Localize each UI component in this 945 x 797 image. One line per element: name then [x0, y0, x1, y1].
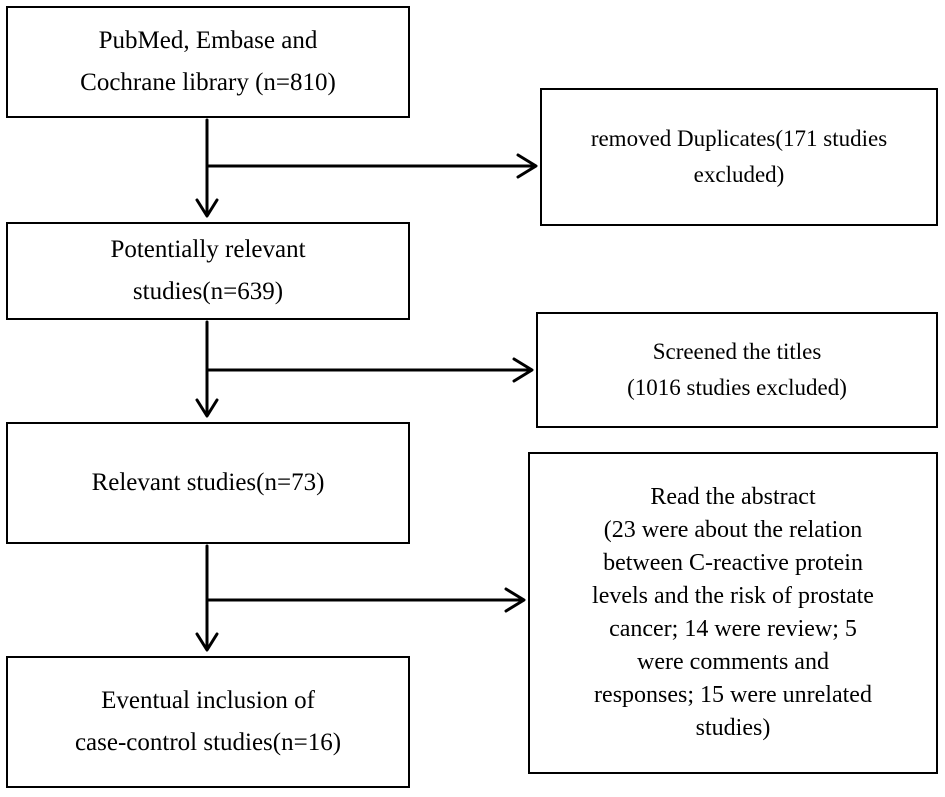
side-arrowhead-3 — [504, 587, 526, 613]
eventual-inclusion-box: Eventual inclusion of case-control studi… — [6, 656, 410, 788]
abstract-excluded-line-3: between C-reactive protein — [603, 550, 863, 576]
down-arrowhead-3 — [195, 632, 219, 652]
duplicates-excluded-line-2: excluded) — [693, 162, 785, 187]
potentially-relevant-line-1: Potentially relevant — [110, 236, 306, 263]
relevant-studies-box: Relevant studies(n=73) — [6, 422, 410, 544]
database-search-line-1: PubMed, Embase and — [98, 27, 318, 54]
down-arrowhead-2 — [195, 398, 219, 418]
side-arrowhead-2 — [512, 357, 534, 383]
eventual-inclusion-line-2: case-control studies(n=16) — [74, 729, 342, 756]
titles-screened-box: Screened the titles (1016 studies exclud… — [536, 312, 938, 428]
duplicates-excluded-box: removed Duplicates(171 studies excluded) — [540, 88, 938, 226]
abstract-excluded-line-7: responses; 15 were unrelated — [594, 682, 872, 708]
duplicates-excluded-line-1: removed Duplicates(171 studies — [590, 126, 888, 151]
abstract-excluded-line-1: Read the abstract — [650, 484, 816, 510]
database-search-box: PubMed, Embase and Cochrane library (n=8… — [6, 6, 410, 118]
database-search-line-2: Cochrane library (n=810) — [80, 69, 336, 96]
relevant-studies-line-1: Relevant studies(n=73) — [91, 469, 325, 496]
abstract-excluded-box: Read the abstract (23 were about the rel… — [528, 452, 938, 774]
potentially-relevant-box: Potentially relevant studies(n=639) — [6, 222, 410, 320]
abstract-excluded-line-2: (23 were about the relation — [603, 517, 863, 543]
eventual-inclusion-line-1: Eventual inclusion of — [101, 687, 315, 714]
abstract-excluded-line-4: levels and the risk of prostate — [592, 583, 874, 609]
titles-screened-line-1: Screened the titles — [652, 339, 822, 364]
potentially-relevant-line-2: studies(n=639) — [132, 278, 284, 305]
abstract-excluded-line-5: cancer; 14 were review; 5 — [609, 616, 857, 642]
abstract-excluded-line-8: studies) — [695, 715, 771, 741]
abstract-excluded-line-6: were comments and — [637, 649, 829, 675]
titles-screened-line-2: (1016 studies excluded) — [627, 375, 847, 400]
side-arrowhead-1 — [516, 153, 538, 179]
down-arrowhead-1 — [195, 198, 219, 218]
